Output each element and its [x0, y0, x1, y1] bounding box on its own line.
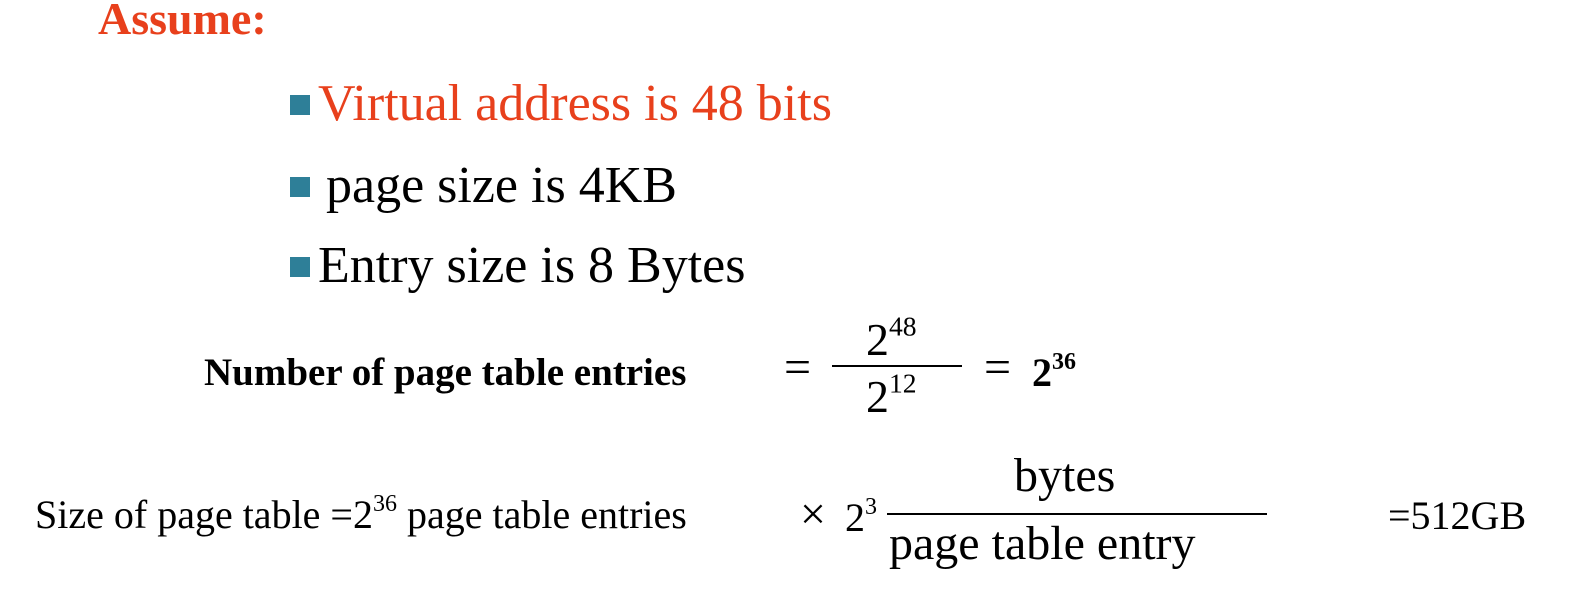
size-result: =512GB: [1388, 493, 1527, 538]
bullet-item: Virtual address is 48 bits: [290, 78, 832, 130]
fraction-bar: [832, 365, 962, 367]
equals-sign: =: [984, 341, 1012, 394]
bullet-text: Virtual address is 48 bits: [318, 75, 832, 132]
bullet-item: Entry size is 8 Bytes: [290, 240, 746, 292]
square-bullet-icon: [290, 257, 310, 278]
fraction-numerator: 248: [866, 310, 917, 365]
square-bullet-icon: [290, 95, 310, 116]
multiply-sign: ×: [800, 488, 826, 539]
fraction-denominator: page table entry: [889, 517, 1196, 570]
square-bullet-icon: [290, 177, 310, 198]
entries-result: 236: [1032, 349, 1076, 395]
bullet-item: page size is 4KB: [290, 160, 677, 212]
fraction-bar: [887, 513, 1267, 515]
fraction-numerator: bytes: [1014, 449, 1116, 502]
equals-sign: =: [784, 341, 812, 394]
bullet-text: page size is 4KB: [326, 157, 677, 214]
heading: Assume:: [98, 0, 267, 44]
fraction-denominator: 212: [866, 367, 917, 422]
size-factor: 23: [845, 494, 877, 540]
bullet-text: Entry size is 8 Bytes: [318, 237, 746, 294]
entries-formula-label: Number of page table entries: [204, 351, 687, 394]
size-formula-label: Size of page table =236 page table entri…: [35, 491, 687, 537]
